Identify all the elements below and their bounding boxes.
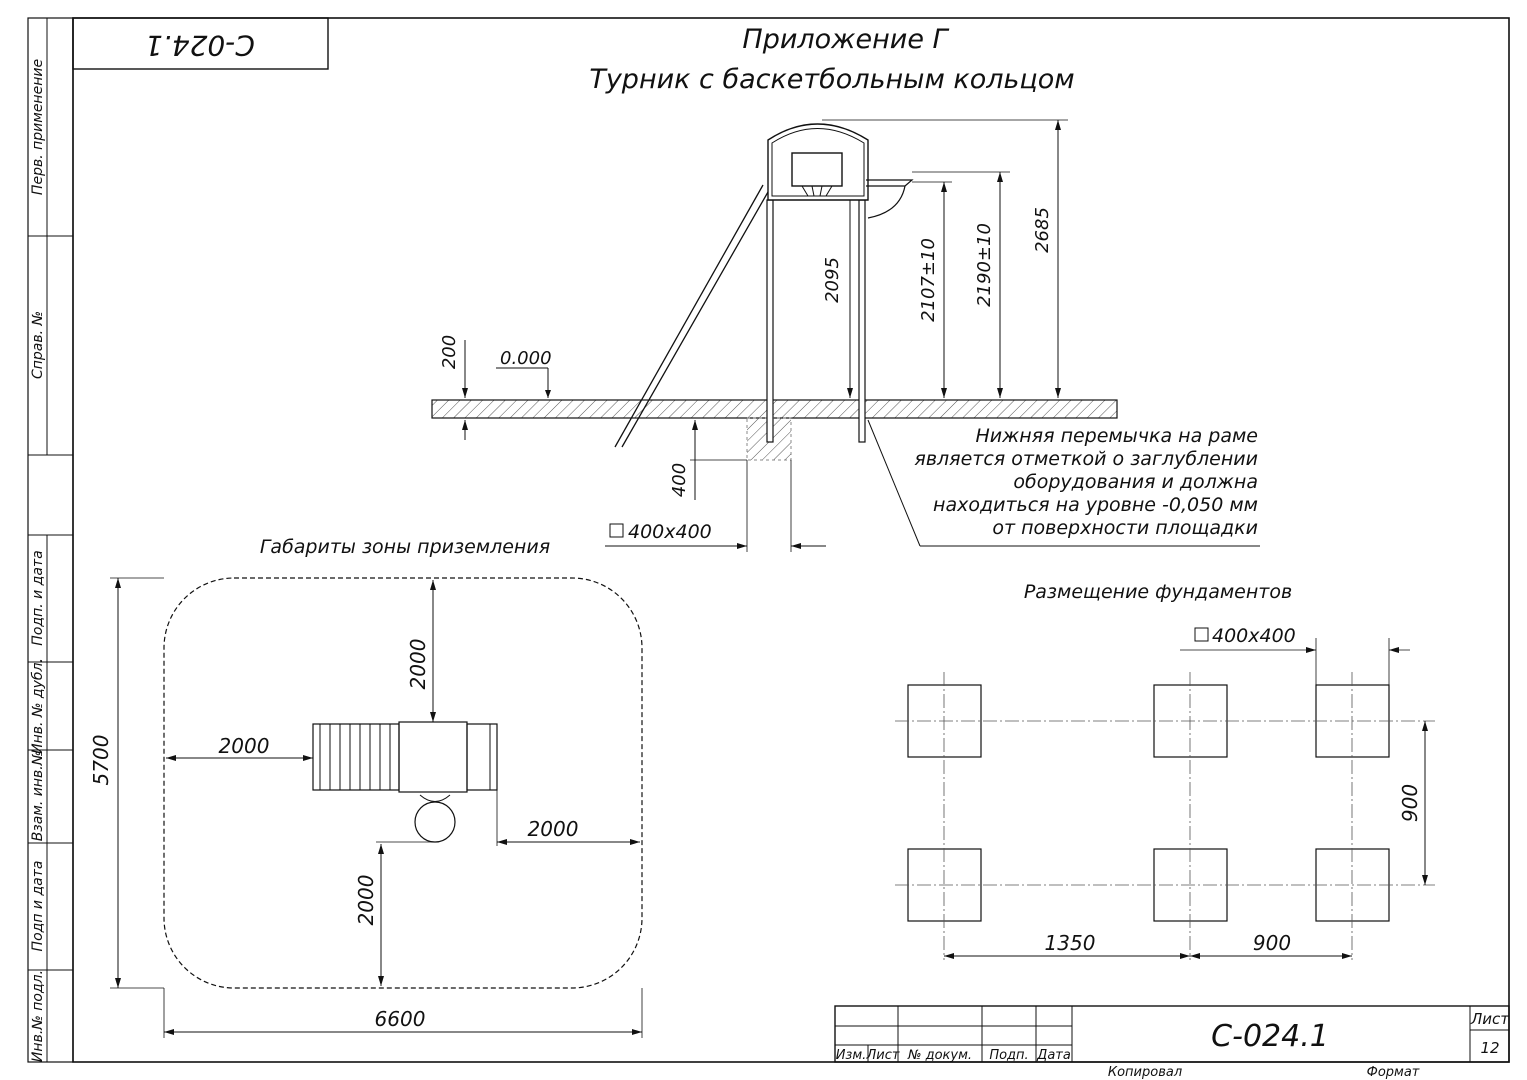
- title-block: Изм. Лист № докум. Подп. Дата С-024.1 Ли…: [834, 1005, 1510, 1080]
- left-margin-strip: [27, 17, 74, 1063]
- dim-zone-right: 2000: [528, 817, 579, 841]
- dim-400: 400: [669, 463, 690, 497]
- tb-copied: Копировал: [1108, 1065, 1182, 1080]
- tb-header-data: Дата: [1036, 1048, 1071, 1063]
- tb-format: Формат: [1367, 1065, 1420, 1080]
- backboard-square: [791, 152, 843, 187]
- tb-sheet-number: 12: [1480, 1039, 1499, 1057]
- dim-2190: 2190±10: [974, 223, 995, 307]
- left-post: [766, 199, 774, 443]
- side-label-sprav: Справ. №: [30, 311, 46, 379]
- side-label-perv: Перв. применение: [30, 59, 46, 195]
- side-label-inv-podl: Инв.№ подл.: [30, 970, 46, 1062]
- title-line1: Приложение Г: [742, 24, 949, 55]
- ladder-section: [312, 723, 400, 791]
- tb-header-doc: № докум.: [907, 1048, 972, 1063]
- dim-zone-bottom: 2000: [354, 875, 378, 926]
- foundation-layout-view: Размещение фундаментов 400х400 900: [895, 581, 1435, 960]
- foundation-title: Размещение фундаментов: [1024, 581, 1292, 603]
- elevation-view: 2095 2107±10 2190±10 2685 200 0.000: [431, 119, 1260, 552]
- dim-zone-height: 5700: [89, 735, 113, 786]
- title-line2: Турник с баскетбольным кольцом: [589, 64, 1074, 95]
- stamp-code: С-024.1: [145, 29, 255, 62]
- hoop-net: [801, 185, 833, 197]
- platform-section: [398, 721, 468, 793]
- dim-2107: 2107±10: [918, 238, 939, 322]
- side-label-podp2: Подп и дата: [30, 861, 46, 952]
- right-post: [858, 199, 866, 443]
- dim-found-vertical: 900: [1398, 784, 1422, 822]
- note-line4: находиться на уровне -0,050 мм: [933, 494, 1258, 516]
- foundation-size-plan: 400х400: [1212, 625, 1296, 647]
- side-label-podp1: Подп. и дата: [30, 550, 46, 645]
- tb-sheet-label: Лист: [1470, 1010, 1510, 1028]
- dim-zone-top: 2000: [406, 639, 430, 690]
- bar-section: [466, 723, 498, 791]
- note-line1: Нижняя перемычка на раме: [976, 425, 1259, 447]
- side-label-vzam: Взам. инв.№: [30, 751, 46, 842]
- backboard: [767, 123, 869, 201]
- tb-code: С-024.1: [1211, 1019, 1329, 1054]
- note-line3: оборудования и должна: [1013, 471, 1258, 493]
- dim-found-span1: 1350: [1045, 931, 1096, 955]
- level-mark: 0.000: [500, 348, 552, 369]
- side-label-inv-dubl: Инв. № дубл.: [30, 658, 46, 754]
- zone-outline: [163, 577, 643, 989]
- dim-200: 200: [439, 335, 460, 369]
- dim-2095: 2095: [822, 257, 843, 303]
- tb-header-izm: Изм.: [836, 1048, 867, 1063]
- dim-found-span2: 900: [1253, 931, 1291, 955]
- pullup-bar: [866, 179, 914, 187]
- stamp-box: [72, 17, 329, 70]
- ring-top-view: [414, 801, 456, 843]
- zone-title: Габариты зоны приземления: [260, 536, 550, 558]
- tb-header-podp: Подп.: [989, 1048, 1028, 1063]
- dim-zone-left: 2000: [219, 734, 270, 758]
- dim-zone-width: 6600: [375, 1007, 426, 1031]
- landing-zone-view: Габариты зоны приземления 5700 6600: [89, 536, 643, 1038]
- note-line5: от поверхности площадки: [992, 517, 1258, 539]
- tb-header-list: Лист: [866, 1048, 900, 1063]
- note-line2: является отметкой о заглублении: [914, 448, 1258, 470]
- ground-hatch: [431, 399, 1118, 419]
- dim-2685: 2685: [1032, 207, 1053, 253]
- diagonal-strut: [614, 184, 764, 448]
- foundation-size-elev: 400х400: [628, 521, 712, 543]
